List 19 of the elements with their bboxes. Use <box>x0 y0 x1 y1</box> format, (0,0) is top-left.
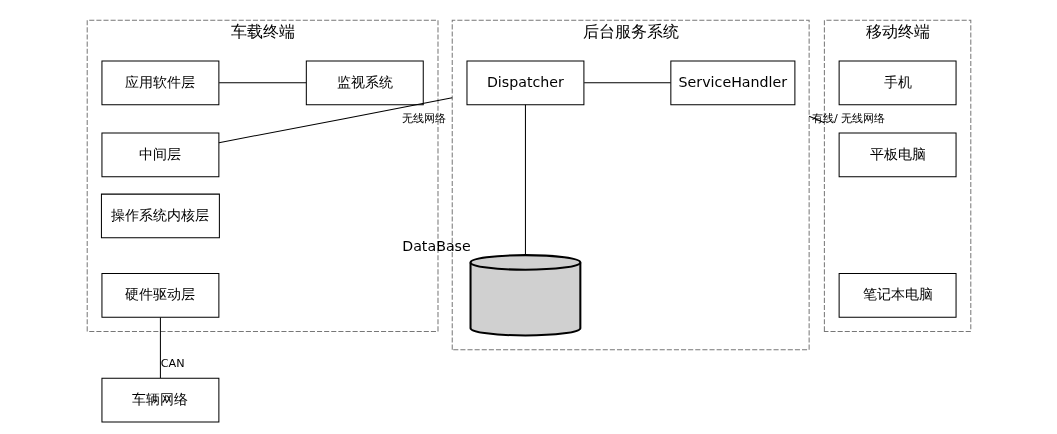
node-label: DataBase <box>401 238 471 255</box>
node-box: 笔记本电脑 <box>838 272 957 318</box>
node-box: Dispatcher <box>465 60 584 106</box>
connector <box>159 317 161 379</box>
node-box: 应用软件层 <box>100 60 219 106</box>
node-box: 监视系统 <box>305 60 424 106</box>
node-box: ServiceHandler <box>669 60 795 106</box>
edge-label: CAN <box>160 356 185 370</box>
node-box: 车辆网络 <box>100 377 219 423</box>
node-box: 手机 <box>838 60 957 106</box>
node-box: 平板电脑 <box>838 132 957 178</box>
connector <box>218 82 307 84</box>
connector <box>583 82 671 84</box>
node-box: 中间层 <box>100 132 219 178</box>
connector <box>217 97 453 144</box>
connector <box>524 104 526 256</box>
edge-label: 无线网络 <box>401 111 446 125</box>
node-box: 操作系统内核层 <box>100 193 220 239</box>
node-box: 硬件驱动层 <box>100 272 219 318</box>
